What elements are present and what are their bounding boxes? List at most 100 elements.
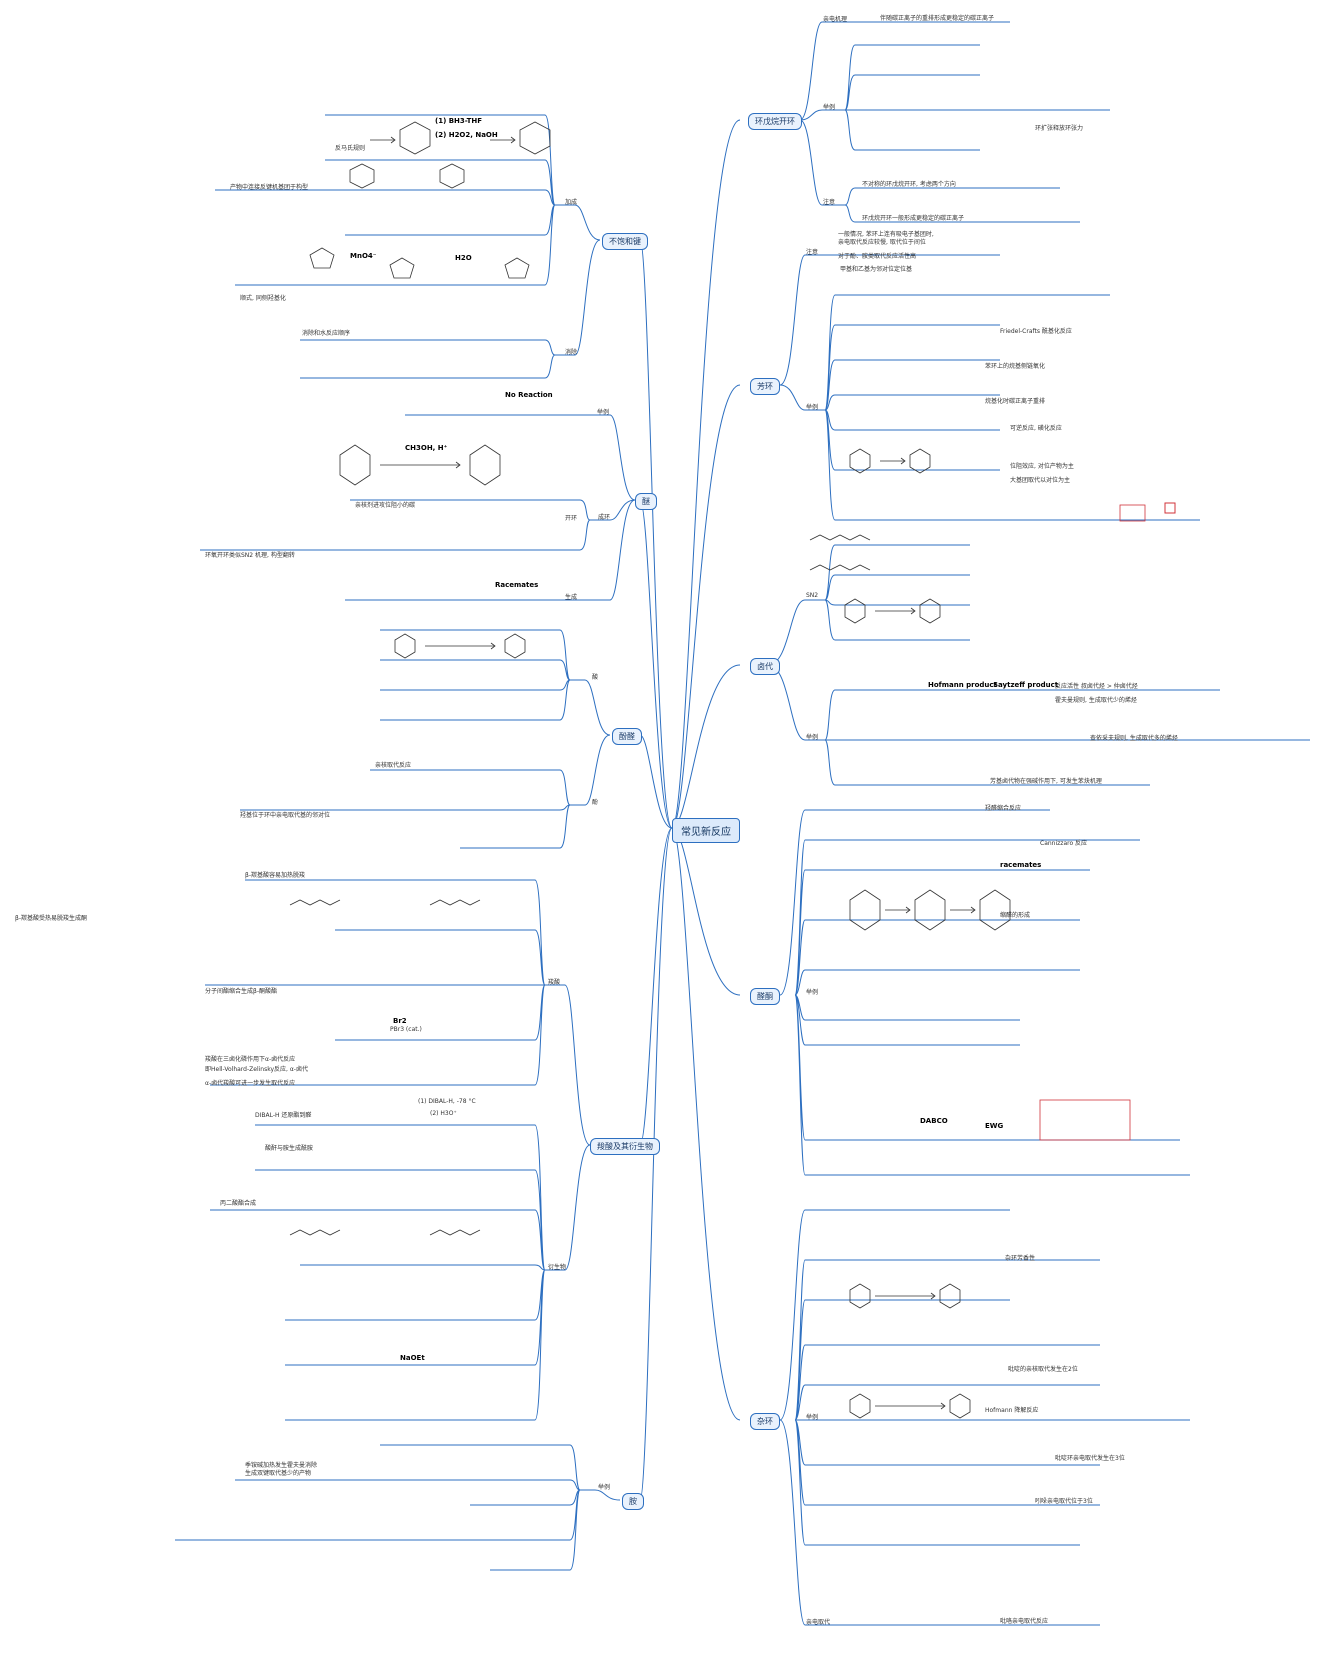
note-malonic: 丙二酸酯合成 [220, 1200, 257, 1207]
cat-ether-other: 成环 [598, 514, 611, 521]
cat-amine-example: 举例 [598, 1484, 611, 1491]
note-amide: 酸酐与胺生成酰胺 [265, 1145, 314, 1152]
label-dibal1: (1) DIBAL-H, -78 °C [418, 1098, 476, 1105]
note-ald1: 羟醛缩合反应 [985, 805, 1022, 812]
branch-carbonyl-label: 羧酸及其衍生物 [597, 1142, 653, 1151]
cat-alkene-elimination: 消除 [565, 349, 578, 356]
cat-halide-example: 举例 [806, 734, 819, 741]
branch-rearr[interactable]: 环戊烷开环 [748, 113, 802, 130]
note-dabco: DABCO [920, 1117, 948, 1125]
note-no-reaction: No Reaction [505, 391, 553, 399]
note-het1: 杂环芳香性 [1005, 1255, 1036, 1262]
structure-sketches [289, 121, 1011, 1419]
branch-hetero-label: 杂环 [757, 1417, 773, 1426]
note-het4: 吡啶环亲电取代发生在3位 [1055, 1455, 1125, 1462]
branch-phenol[interactable]: 酚醛 [612, 728, 642, 745]
note-saytzeff-product: Saytzeff product [993, 681, 1059, 689]
note-mno4: 顺式, 同侧羟基化 [240, 295, 286, 302]
branch-halide-label: 卤代 [757, 662, 773, 671]
cat-rearr-mech: 亲电机理 [823, 16, 848, 23]
note-ald4: 缩醛的形成 [1000, 912, 1031, 919]
note-claisen: 分子间酯缩合生成β-酮酸酯 [205, 988, 277, 995]
cat-carbonyl-acid: 羧酸 [548, 979, 561, 986]
label-bh3: (1) BH3-THF [435, 117, 483, 125]
label-ch3oh: CH3OH, H⁺ [405, 444, 448, 452]
note-arom2: 亲电取代反应较慢, 取代位于间位 [838, 239, 926, 246]
cat-ether-example: 举例 [597, 409, 610, 416]
note-rearr3: 不对称的环戊烷开环, 考虑两个方向 [862, 181, 956, 188]
note-het2: 吡啶的亲核取代发生在2位 [1008, 1366, 1078, 1373]
root-label: 常见新反应 [681, 827, 731, 838]
root-node[interactable]: 常见新反应 [672, 818, 740, 843]
cat-carbonyl-deriv: 衍生物 [548, 1264, 567, 1271]
cat-aromatic-notes: 注意 [806, 249, 819, 256]
label-br2: Br2 [393, 1017, 407, 1025]
note-arom4: 甲基和乙基为邻对位定位基 [840, 266, 913, 273]
note-hvz1: 羧酸在三卤化磷作用下α-卤代反应 [205, 1056, 296, 1063]
branch-aldehyde[interactable]: 醛酮 [750, 988, 780, 1005]
label-h2o: H2O [455, 254, 472, 262]
note-dibal: DIBAL-H 还原酯到醛 [255, 1112, 312, 1119]
cat-alkene-addition: 加成 [565, 199, 578, 206]
link-rearr [671, 119, 741, 829]
note-rearr2: 环扩张释放环张力 [1035, 125, 1084, 132]
label-pbr3: PBr3 (cat.) [390, 1026, 422, 1033]
cat-hetero-other: 亲电取代 [806, 1619, 831, 1626]
note-het5: 吲哚亲电取代位于3位 [1035, 1498, 1093, 1505]
note-arom8: 可逆反应, 磺化反应 [1010, 425, 1062, 432]
cat-hetero-example: 举例 [806, 1414, 819, 1421]
label-naoet: NaOEt [400, 1354, 425, 1362]
note-arom7: 烷基化时碳正离子重排 [985, 398, 1046, 405]
note-hydroboration: 反马氏规则 [335, 145, 366, 152]
link-aldehyde [671, 827, 741, 996]
branch-aldehyde-label: 醛酮 [757, 992, 773, 1001]
note-arom1: 一般情况, 苯环上连有吸电子基团时, [838, 231, 934, 238]
branch-alkene-label: 不饱和键 [609, 237, 641, 246]
note-hvz3: α-卤代羧酸可进一步发生取代反应 [205, 1080, 296, 1087]
note-rearr1: 伴随碳正离子的重排形成更稳定的碳正离子 [880, 15, 995, 22]
note-ether-attack: 亲核剂进攻位阻小的碳 [355, 502, 416, 509]
cat-rearr-other: 注意 [823, 199, 836, 206]
branch-ether[interactable]: 醚 [635, 493, 657, 510]
branch-carbonyl[interactable]: 羧酸及其衍生物 [590, 1138, 660, 1155]
cat-halide-sn2: SN2 [806, 592, 819, 599]
label-mno4: MnO4⁻ [350, 252, 377, 260]
note-halide4: 芳基卤代物在强碱作用下, 可发生苯炔机理 [990, 778, 1102, 785]
note-ald3: racemates [1000, 861, 1042, 869]
link-alkene [639, 239, 673, 829]
branch-halide[interactable]: 卤代 [750, 658, 780, 675]
note-het3: Hofmann 降解反应 [985, 1407, 1039, 1414]
label-dibal2: (2) H3O⁺ [430, 1110, 457, 1117]
note-decarb2: β-羰基酸受热易脱羧生成酮 [15, 915, 87, 922]
note-ald2: Cannizzaro 反应 [1040, 840, 1088, 847]
note-dehydration: 消除和水反应顺序 [302, 330, 351, 337]
branch-aromatic[interactable]: 芳环 [750, 378, 780, 395]
label-h2o2: (2) H2O2, NaOH [435, 131, 498, 139]
link-ether [639, 499, 673, 829]
cat-phenol-acid: 酸 [592, 674, 599, 681]
note-phenol-b: 羟基位于环中亲电取代基的邻对位 [240, 812, 331, 819]
link-carbonyl [639, 827, 673, 1146]
link-hetero [671, 827, 741, 1421]
note-arom9: 位阻效应, 对位产物为主 [1010, 463, 1074, 470]
note-ewg: EWG [985, 1122, 1004, 1130]
note-sn2-ring: 环氧开环类似SN2 机理, 构型翻转 [205, 552, 295, 559]
note-halide2: 霍夫曼规则, 生成取代少的烯烃 [1055, 697, 1137, 704]
note-amine1: 季铵碱加热发生霍夫曼消除 [245, 1462, 318, 1469]
branch-amine-label: 胺 [629, 1497, 637, 1506]
note-halide3: 查依采夫规则, 生成取代多的烯烃 [1090, 735, 1178, 742]
branch-amine[interactable]: 胺 [622, 1493, 644, 1510]
branch-hetero[interactable]: 杂环 [750, 1413, 780, 1430]
note-phenol-a: 亲核取代反应 [375, 762, 412, 769]
note-racemates: Racemates [495, 581, 539, 589]
note-arom10: 大基团取代以对位为主 [1010, 477, 1071, 484]
link-amine [639, 827, 673, 1501]
cat-phenol-phenol: 酚 [592, 799, 599, 806]
link-phenol [639, 734, 673, 829]
note-diels: 产物中连接反键机基团于构型 [230, 184, 309, 191]
note-arom5: Friedel-Crafts 酰基化反应 [1000, 328, 1072, 335]
note-hvz2: 即Hell-Volhard-Zelinsky反应, α-卤代 [205, 1066, 308, 1073]
cat-ether-open: 开环 [565, 515, 578, 522]
branch-alkene[interactable]: 不饱和键 [602, 233, 648, 250]
